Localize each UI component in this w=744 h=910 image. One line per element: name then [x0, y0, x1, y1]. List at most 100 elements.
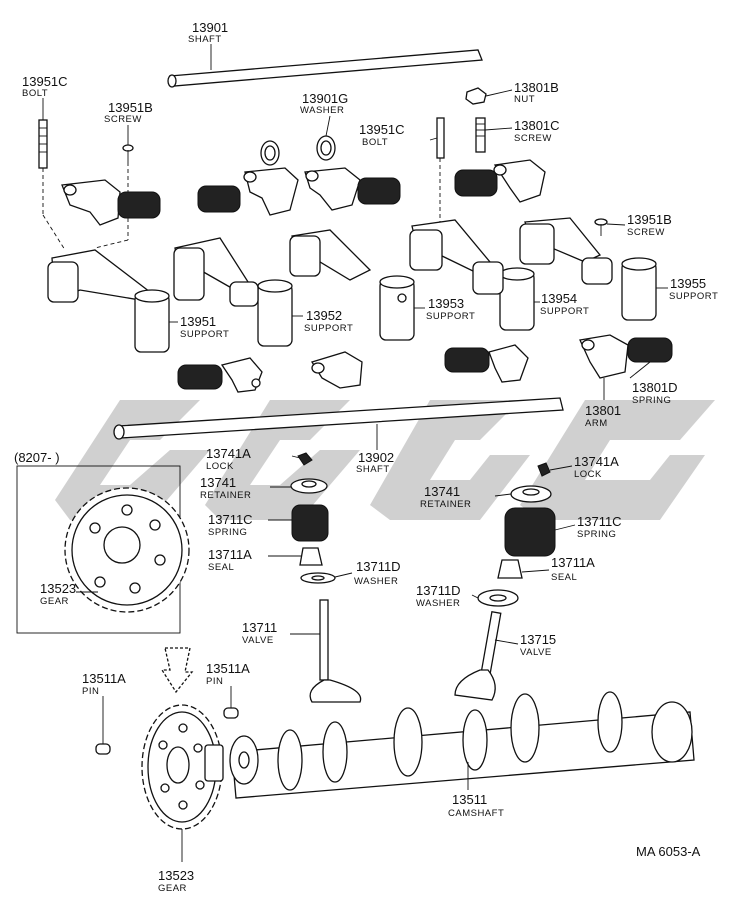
svg-text:PIN: PIN: [82, 686, 99, 697]
svg-text:13951C: 13951C: [22, 74, 68, 89]
svg-text:GEAR: GEAR: [158, 883, 187, 894]
svg-text:13741: 13741: [200, 475, 236, 490]
callout-bolt-13951c-left: 13951C BOLT: [22, 74, 68, 99]
svg-text:13711A: 13711A: [208, 547, 252, 562]
svg-text:SHAFT: SHAFT: [356, 464, 390, 475]
callout-spring-13711c-right: 13711C SPRING: [577, 514, 622, 540]
callout-lock-13741a-right: 13741A LOCK: [574, 454, 619, 480]
svg-text:PIN: PIN: [206, 676, 223, 687]
lower-springs: [177, 337, 673, 390]
svg-text:SCREW: SCREW: [514, 133, 552, 144]
rocker-shaft-lower: [113, 397, 564, 450]
svg-text:ARM: ARM: [585, 418, 608, 429]
rocker-shaft-upper: [167, 44, 483, 88]
callout-screw-13951b-left: 13951B SCREW: [104, 100, 153, 125]
screw-right: [594, 218, 608, 236]
svg-text:LOCK: LOCK: [206, 461, 234, 472]
callout-support-13952: 13952 SUPPORT: [304, 308, 353, 334]
svg-text:13711A: 13711A: [551, 555, 595, 570]
callout-screw-13951b-right: 13951B SCREW: [627, 212, 672, 238]
callout-retainer-13741-right: 13741 RETAINER: [420, 484, 471, 510]
svg-text:13801: 13801: [585, 403, 621, 418]
svg-text:SUPPORT: SUPPORT: [426, 311, 475, 322]
callout-inset-date: (8207- ): [14, 450, 60, 465]
pins: [95, 707, 239, 755]
svg-text:NUT: NUT: [514, 94, 535, 105]
callout-camshaft-13511: 13511 CAMSHAFT: [448, 792, 504, 819]
svg-text:SPRING: SPRING: [577, 529, 616, 540]
callout-washer-13711d-left: 13711D WASHER: [354, 559, 401, 587]
svg-text:WASHER: WASHER: [416, 598, 460, 609]
svg-text:13711C: 13711C: [577, 514, 622, 529]
svg-text:SCREW: SCREW: [627, 227, 665, 238]
svg-text:VALVE: VALVE: [520, 647, 552, 658]
svg-text:13711D: 13711D: [356, 559, 401, 574]
svg-text:LOCK: LOCK: [574, 469, 602, 480]
adjusting-screw: [475, 117, 486, 153]
svg-text:WASHER: WASHER: [300, 105, 344, 116]
svg-text:CAMSHAFT: CAMSHAFT: [448, 808, 504, 819]
svg-text:13953: 13953: [428, 296, 464, 311]
svg-text:13952: 13952: [306, 308, 342, 323]
inset-gear: [64, 487, 190, 613]
svg-text:(8207- ): (8207- ): [14, 450, 60, 465]
leader-lines: [42, 89, 668, 744]
svg-text:SEAL: SEAL: [551, 572, 577, 583]
camshaft: [229, 691, 695, 799]
callout-support-13953: 13953 SUPPORT: [426, 296, 475, 322]
callout-shaft-13901: 13901 SHAFT: [188, 20, 228, 45]
svg-text:SEAL: SEAL: [208, 562, 234, 573]
svg-text:13902: 13902: [358, 450, 394, 465]
bottom-gear: [141, 704, 224, 862]
svg-text:13715: 13715: [520, 632, 556, 647]
svg-text:13711D: 13711D: [416, 583, 461, 598]
callout-spring-13711c-left: 13711C SPRING: [208, 512, 253, 538]
svg-text:SHAFT: SHAFT: [188, 34, 222, 45]
svg-text:BOLT: BOLT: [22, 88, 48, 99]
callout-retainer-13741-left: 13741 RETAINER: [200, 475, 251, 501]
svg-text:13711: 13711: [242, 620, 277, 635]
svg-text:13523: 13523: [158, 868, 194, 883]
svg-text:13801C: 13801C: [514, 118, 560, 133]
svg-text:13801B: 13801B: [514, 80, 559, 95]
callout-washer-13901g: 13901G WASHER: [300, 91, 348, 116]
nut-13801b: [465, 87, 487, 105]
callout-valve-13711: 13711 VALVE: [242, 620, 277, 646]
svg-text:SPRING: SPRING: [208, 527, 247, 538]
svg-text:RETAINER: RETAINER: [420, 499, 471, 510]
svg-text:13741A: 13741A: [574, 454, 619, 469]
svg-text:13955: 13955: [670, 276, 706, 291]
supports: [47, 217, 657, 353]
callout-support-13951: 13951 SUPPORT: [180, 314, 229, 340]
upper-springs: [117, 169, 498, 219]
callout-gear-13523-inset: 13523 GEAR: [40, 581, 76, 607]
callout-seal-13711a-right: 13711A SEAL: [551, 555, 595, 583]
callout-spring-13801d: 13801D SPRING: [632, 380, 678, 406]
callout-seal-13711a-left: 13711A SEAL: [208, 547, 252, 573]
upper-rocker-arms: [61, 159, 546, 226]
diagram-id: MA 6053-A: [636, 844, 701, 859]
callout-gear-13523-bottom: 13523 GEAR: [158, 868, 194, 894]
bolt-left: [38, 119, 66, 251]
svg-text:13523: 13523: [40, 581, 76, 596]
svg-text:SCREW: SCREW: [104, 114, 142, 125]
svg-text:13741: 13741: [424, 484, 460, 499]
svg-text:VALVE: VALVE: [242, 635, 274, 646]
svg-text:RETAINER: RETAINER: [200, 490, 251, 501]
svg-text:13951B: 13951B: [627, 212, 672, 227]
valve-assembly-left: [290, 452, 362, 703]
callout-bolt-13951c-mid: 13951C BOLT: [359, 122, 405, 148]
svg-text:SPRING: SPRING: [632, 395, 671, 406]
svg-text:SUPPORT: SUPPORT: [540, 306, 589, 317]
svg-text:SUPPORT: SUPPORT: [304, 323, 353, 334]
callout-arm-13801: 13801 ARM: [585, 403, 621, 429]
svg-text:13951C: 13951C: [359, 122, 405, 137]
callout-nut-13801b: 13801B NUT: [514, 80, 559, 105]
callout-valve-13715: 13715 VALVE: [520, 632, 556, 658]
svg-text:13901: 13901: [192, 20, 228, 35]
valve-assembly-right: [454, 462, 556, 701]
svg-text:13801D: 13801D: [632, 380, 678, 395]
svg-text:MA 6053-A: MA 6053-A: [636, 844, 701, 859]
callout-washer-13711d-right: 13711D WASHER: [416, 583, 461, 609]
